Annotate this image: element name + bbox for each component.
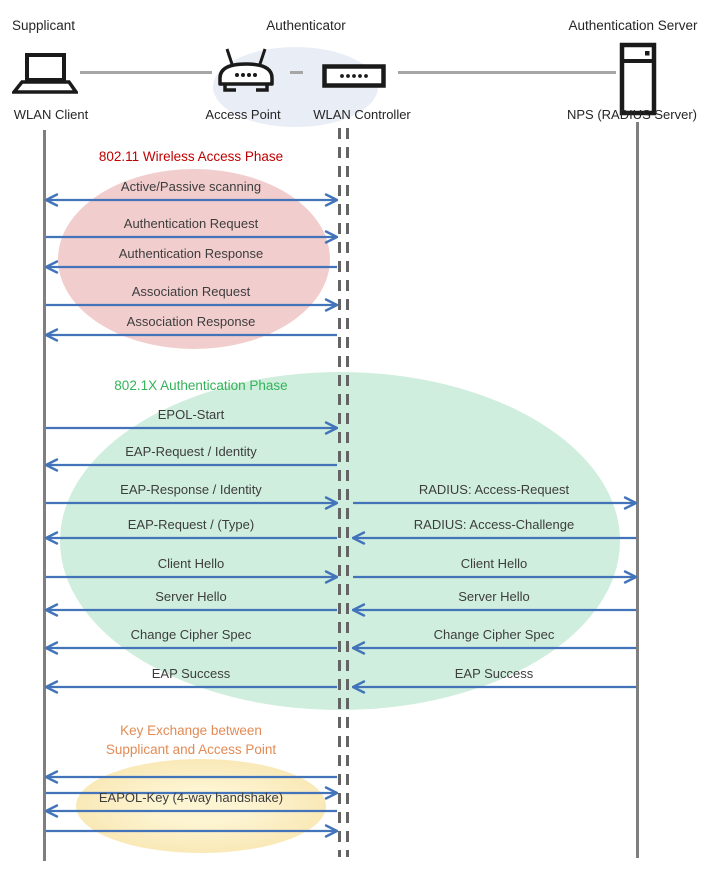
message-arrow-right [46,421,338,435]
message-arrow-left [352,641,636,655]
message-arrow-left [45,680,337,694]
message-arrow-right [46,786,338,800]
message-arrow-left [45,641,337,655]
role-label-authenticator: Authenticator [266,18,346,33]
access-point-icon [218,48,274,92]
message-arrow-right [46,496,338,510]
message-label: EAP-Response / Identity [120,482,262,497]
message-arrow-left [352,531,636,545]
message-arrow-left [45,804,337,818]
laptop-icon [12,53,78,94]
message-label: Client Hello [460,556,528,571]
device-label-wlan-client: WLAN Client [13,107,89,122]
connector-line-client-ap [80,71,212,74]
lifeline-controller-dashed-1 [338,128,341,857]
wlan-controller-icon [322,64,386,88]
phase-title-key-exchange: Key Exchange between Supplicant and Acce… [45,721,337,759]
connector-line-ap-controller [290,71,303,74]
message-arrow-right [46,298,338,312]
device-label-nps-radius-server: NPS (RADIUS Server) [566,107,698,122]
server-icon [619,42,657,116]
message-label: EAP Success [151,666,231,681]
message-label: EAP-Request / Identity [125,444,257,459]
message-arrow-left [45,531,337,545]
message-arrow-both [45,193,338,207]
message-arrow-right [46,824,338,838]
message-arrow-right [353,570,637,584]
message-arrow-left [45,458,337,472]
device-label-wlan-controller: WLAN Controller [313,107,411,122]
lifeline-server [636,122,639,858]
lifeline-supplicant [43,130,46,861]
message-arrow-right [353,496,637,510]
role-label-supplicant: Supplicant [12,18,76,33]
message-label: Change Cipher Spec [433,627,555,642]
phase-ellipse-key-exchange [76,759,326,853]
message-label: Association Response [126,314,256,329]
message-arrow-right [46,570,338,584]
role-label-authentication-server: Authentication Server [568,18,698,33]
message-label: EAP-Request / (Type) [127,517,255,532]
message-arrow-right [46,230,338,244]
message-label: Association Request [131,284,251,299]
phase-title-80211: 802.11 Wireless Access Phase [98,149,284,164]
message-label: EAPOL-Key (4-way handshake) [98,790,284,805]
message-label: Active/Passive scanning [120,179,262,194]
message-arrow-left [352,603,636,617]
message-arrow-left [352,680,636,694]
lifeline-controller-dashed-2 [346,128,349,857]
message-label: Server Hello [458,589,530,604]
message-label: Client Hello [157,556,225,571]
message-arrow-left [45,260,337,274]
phase-title-key-exchange-line1: Key Exchange between [120,723,262,738]
device-label-access-point: Access Point [205,107,281,122]
message-label: Server Hello [155,589,227,604]
connector-line-controller-server [398,71,616,74]
message-label: Change Cipher Spec [130,627,252,642]
message-arrow-left [45,603,337,617]
message-label: EPOL-Start [157,407,225,422]
message-arrow-left [45,328,337,342]
message-label: EAP Success [454,666,534,681]
message-label: Authentication Request [123,216,259,231]
message-label: RADIUS: Access-Request [418,482,570,497]
phase-title-8021x: 802.1X Authentication Phase [114,378,288,393]
phase-title-key-exchange-line2: Supplicant and Access Point [105,742,277,757]
message-label: RADIUS: Access-Challenge [413,517,575,532]
message-label: Authentication Response [118,246,264,261]
message-arrow-left [45,770,337,784]
